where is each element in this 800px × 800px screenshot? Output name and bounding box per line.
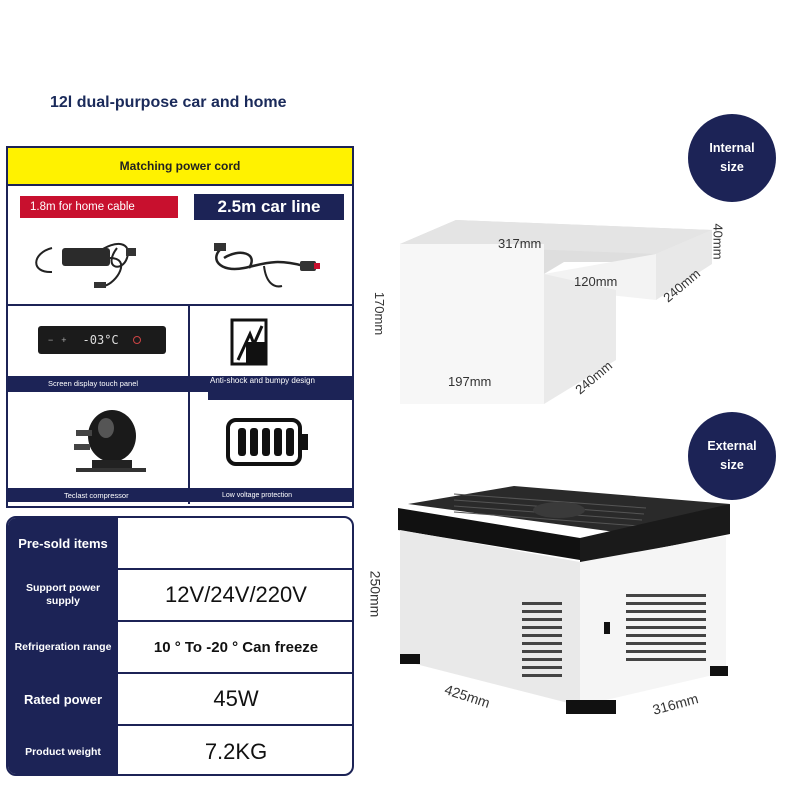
dim-label: 250mm <box>367 570 384 618</box>
divider <box>8 304 352 306</box>
spec-value: 10 ° To -20 ° Can freeze <box>153 638 319 656</box>
dim-label: 317mm <box>498 236 542 251</box>
anti-shock-caption: Anti-shock and bumpy design <box>210 376 315 385</box>
divider <box>8 390 352 392</box>
car-cable-icon <box>214 243 320 288</box>
dim-label: 40mm <box>710 223 726 260</box>
spec-label: Pre-sold items <box>8 518 118 568</box>
spec-label: Product weight <box>8 726 118 774</box>
dim-label: 170mm <box>372 291 388 336</box>
spec-value: 7.2KG <box>204 739 268 764</box>
battery-icon <box>226 418 308 466</box>
panel-header: Matching power cord <box>8 148 352 186</box>
spec-row: Rated power 45W <box>8 674 352 726</box>
spec-label: Rated power <box>8 674 118 724</box>
display-panel-icon: −+ -03°C <box>38 326 166 354</box>
anti-shock-icon <box>230 318 268 366</box>
low-voltage-caption: Low voltage protection <box>222 491 293 499</box>
spec-label: Refrigeration range <box>8 622 118 672</box>
spec-value: 12V/24V/220V <box>165 582 307 607</box>
spec-value: 45W <box>213 686 259 711</box>
page-title: 12l dual-purpose car and home <box>50 94 287 111</box>
dim-label: 120mm <box>574 274 618 289</box>
dim-label: 197mm <box>448 374 492 389</box>
home-cable-tag: 1.8m for home cable <box>20 196 178 218</box>
divider <box>188 304 190 504</box>
feature-panel: Matching power cord 1.8m for home cable … <box>6 146 354 508</box>
spec-table: Pre-sold items Support power supply 12V/… <box>6 516 354 776</box>
spec-row: Pre-sold items <box>8 518 352 570</box>
spec-row: Refrigeration range 10 ° To -20 ° Can fr… <box>8 622 352 674</box>
internal-cavity-diagram <box>400 220 712 404</box>
home-adapter-icon <box>35 243 136 288</box>
car-line-tag: 2.5m car line <box>194 194 344 220</box>
compressor-icon <box>74 410 146 472</box>
spec-value <box>120 518 352 568</box>
external-size-badge: External size <box>688 412 776 500</box>
internal-size-badge: Internal size <box>688 114 776 202</box>
spec-row: Support power supply 12V/24V/220V <box>8 570 352 622</box>
spec-label: Support power supply <box>8 570 118 620</box>
compressor-caption: Teclast compressor <box>64 490 129 500</box>
spec-row: Product weight 7.2KG <box>8 726 352 774</box>
display-caption: Screen display touch panel <box>48 378 139 388</box>
display-readout: -03°C <box>82 333 119 347</box>
fridge-product-image <box>398 486 730 714</box>
